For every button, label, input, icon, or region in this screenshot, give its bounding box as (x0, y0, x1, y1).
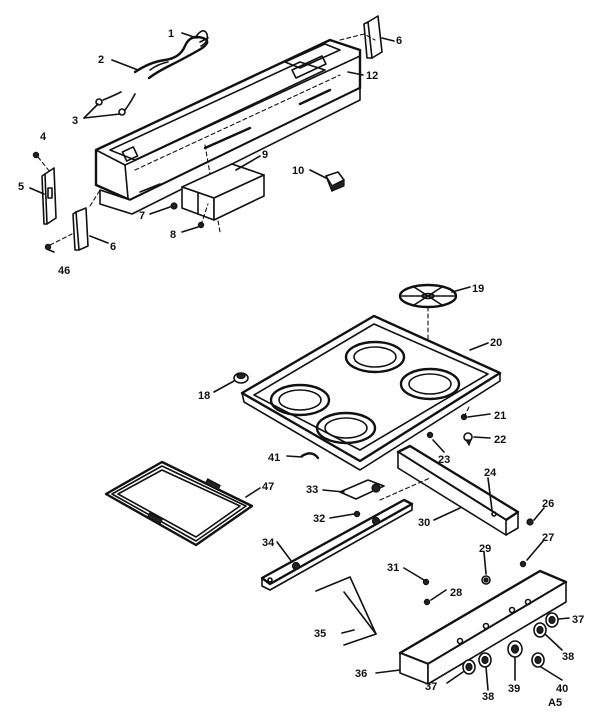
label-part-4: 4 (40, 131, 47, 143)
label-part-41: 41 (268, 452, 280, 464)
part-39-knob (507, 640, 523, 658)
label-part-38-right: 38 (562, 651, 574, 663)
part-1-clip (194, 30, 209, 47)
label-part-31: 31 (387, 562, 399, 574)
label-part-21: 21 (494, 410, 506, 422)
label-part-37-left: 37 (425, 681, 437, 693)
part-21-screw (460, 404, 471, 421)
part-38-knob-left (478, 652, 492, 668)
label-part-38-left: 38 (482, 691, 494, 703)
part-27-screw (519, 560, 527, 568)
label-part-24: 24 (484, 467, 497, 479)
part-28-screw (423, 598, 431, 606)
label-part-33: 33 (306, 484, 318, 496)
part-19-burner-grate (398, 283, 458, 376)
part-35-shield (315, 576, 377, 646)
part-32-screw (353, 510, 361, 518)
label-part-8: 8 (170, 229, 176, 241)
label-part-10: 10 (292, 165, 304, 177)
part-26-screw (526, 518, 534, 526)
label-part-18: 18 (198, 390, 210, 402)
label-part-36: 36 (355, 668, 367, 680)
label-part-22: 22 (494, 434, 506, 446)
label-part-34: 34 (262, 537, 275, 549)
label-part-46: 46 (58, 265, 70, 277)
label-part-40: 40 (556, 683, 568, 695)
part-20-cooktop (240, 314, 502, 471)
part-5-side-bracket (41, 167, 57, 225)
part-31-screw (422, 578, 430, 586)
part-33-valve (339, 479, 385, 500)
label-part-39: 39 (508, 683, 520, 695)
label-part-23: 23 (438, 454, 450, 466)
part-37-knob-right (545, 612, 559, 628)
label-part-30: 30 (418, 517, 430, 529)
label-part-35: 35 (314, 628, 326, 640)
label-part-32: 32 (313, 513, 325, 525)
part-24-support-bracket (396, 444, 520, 536)
part-7-screw (170, 202, 178, 210)
part-34-bracket-end (267, 577, 273, 583)
label-part-9: 9 (262, 149, 268, 161)
part-38-knob-right (533, 622, 547, 638)
part-2-wire-harness (133, 35, 209, 80)
label-part-2: 2 (98, 54, 104, 66)
part-37-knob-left (462, 659, 476, 675)
label-part-1: 1 (168, 28, 174, 40)
part-46-screw (44, 233, 73, 251)
label-part-6-right: 6 (396, 35, 402, 47)
part-6-end-cap-left (72, 189, 101, 251)
label-part-6-left: 6 (110, 241, 116, 253)
part-9-bracket (181, 163, 265, 221)
label-part-20: 20 (490, 337, 502, 349)
label-part-7: 7 (139, 210, 145, 222)
part-23-screw (426, 431, 434, 439)
part-number-labels: 1 2 3 4 5 6 6 7 8 9 10 12 46 18 19 20 21… (18, 28, 584, 709)
part-47-window-frame (104, 460, 254, 547)
label-part-29: 29 (479, 543, 491, 555)
part-22-spring-clip (463, 432, 473, 447)
label-part-47: 47 (262, 481, 274, 493)
part-6-end-cap-right (339, 15, 383, 59)
label-part-26: 26 (542, 498, 554, 510)
part-3-connectors (95, 91, 136, 116)
part-30-manifold-bar (260, 477, 431, 591)
part-29-grommet (481, 575, 491, 585)
part-4-screw (32, 151, 51, 173)
label-part-37-right: 37 (572, 614, 584, 626)
part-8-screw (197, 203, 209, 229)
label-part-28: 28 (450, 587, 462, 599)
label-part-3: 3 (72, 115, 78, 127)
label-part-5: 5 (18, 181, 24, 193)
part-10-plug (325, 171, 345, 192)
label-part-27: 27 (542, 532, 554, 544)
part-18-knob (233, 372, 249, 384)
part-36-control-bezel (398, 569, 568, 685)
part-40-knob (531, 652, 545, 668)
leader-lines (29, 32, 570, 691)
label-part-12: 12 (366, 70, 378, 82)
page-code: A5 (548, 697, 562, 709)
label-part-19: 19 (472, 283, 484, 295)
part-41-clip (300, 452, 320, 460)
